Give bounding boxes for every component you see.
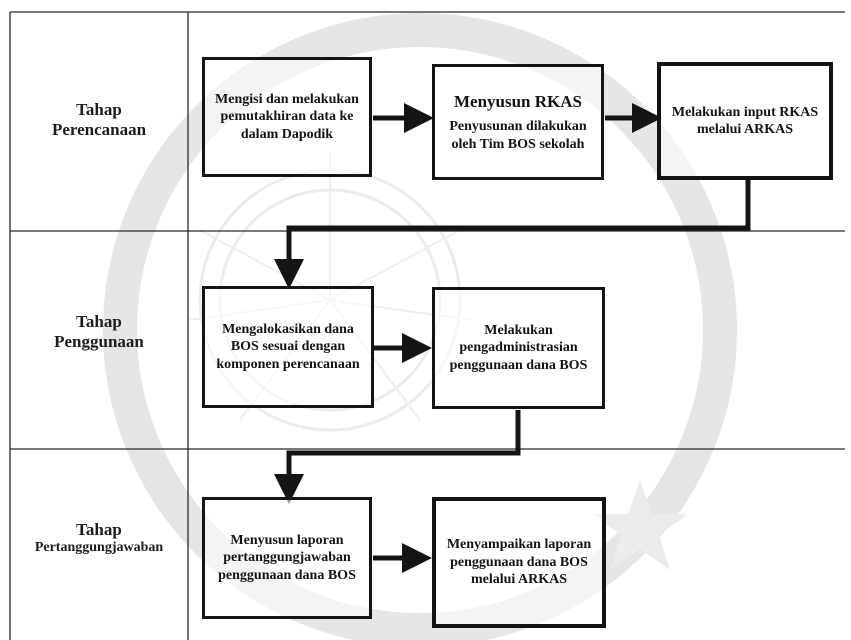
- box-menyampaikan: Menyampaikan laporan penggunaan dana BOS…: [432, 497, 606, 628]
- box-input-arkas-text: Melakukan input RKAS melalui ARKAS: [671, 104, 819, 138]
- box-menyusun-rkas: Menyusun RKAS Penyusunan dilakukan oleh …: [432, 64, 604, 180]
- box-dapodik-text: Mengisi dan melakukan pemutakhiran data …: [215, 91, 359, 142]
- box-input-arkas: Melakukan input RKAS melalui ARKAS: [657, 62, 833, 180]
- box-dapodik: Mengisi dan melakukan pemutakhiran data …: [202, 57, 372, 177]
- stage-penggunaan: Tahap Penggunaan: [10, 302, 188, 362]
- connector-arkas-to-alokasi: [274, 180, 751, 289]
- box-alokasi: Mengalokasikan dana BOS sesuai dengan ko…: [202, 286, 374, 408]
- stage-penggunaan-line2: Penggunaan: [54, 332, 144, 351]
- stage-penggunaan-line1: Tahap: [76, 312, 122, 332]
- stage-pertanggungjawaban-line1: Tahap: [76, 520, 122, 540]
- box-alokasi-text: Mengalokasikan dana BOS sesuai dengan ko…: [216, 321, 360, 372]
- box-rkas-body: Penyusunan dilakukan oleh Tim BOS sekola…: [449, 119, 587, 152]
- stage-perencanaan-line1: Tahap: [76, 100, 122, 120]
- box-laporan-text: Menyusun laporan pertanggungjawaban peng…: [218, 532, 356, 583]
- box-laporan: Menyusun laporan pertanggungjawaban peng…: [202, 497, 372, 619]
- stage-perencanaan-line2: Perencanaan: [51, 120, 147, 139]
- box-menyampaikan-text: Menyampaikan laporan penggunaan dana BOS…: [446, 537, 592, 588]
- connector-administrasi-to-laporan: [274, 410, 521, 504]
- stage-pertanggungjawaban-line2: Pertanggungjawaban: [34, 539, 164, 555]
- stage-perencanaan: Tahap Perencanaan: [10, 90, 188, 150]
- box-administrasi-text: Melakukan pengadministrasian penggunaan …: [449, 322, 588, 373]
- stage-pertanggungjawaban: Tahap Pertanggungjawaban: [10, 508, 188, 568]
- box-administrasi: Melakukan pengadministrasian penggunaan …: [432, 287, 605, 409]
- box-rkas-title: Menyusun RKAS: [453, 91, 582, 111]
